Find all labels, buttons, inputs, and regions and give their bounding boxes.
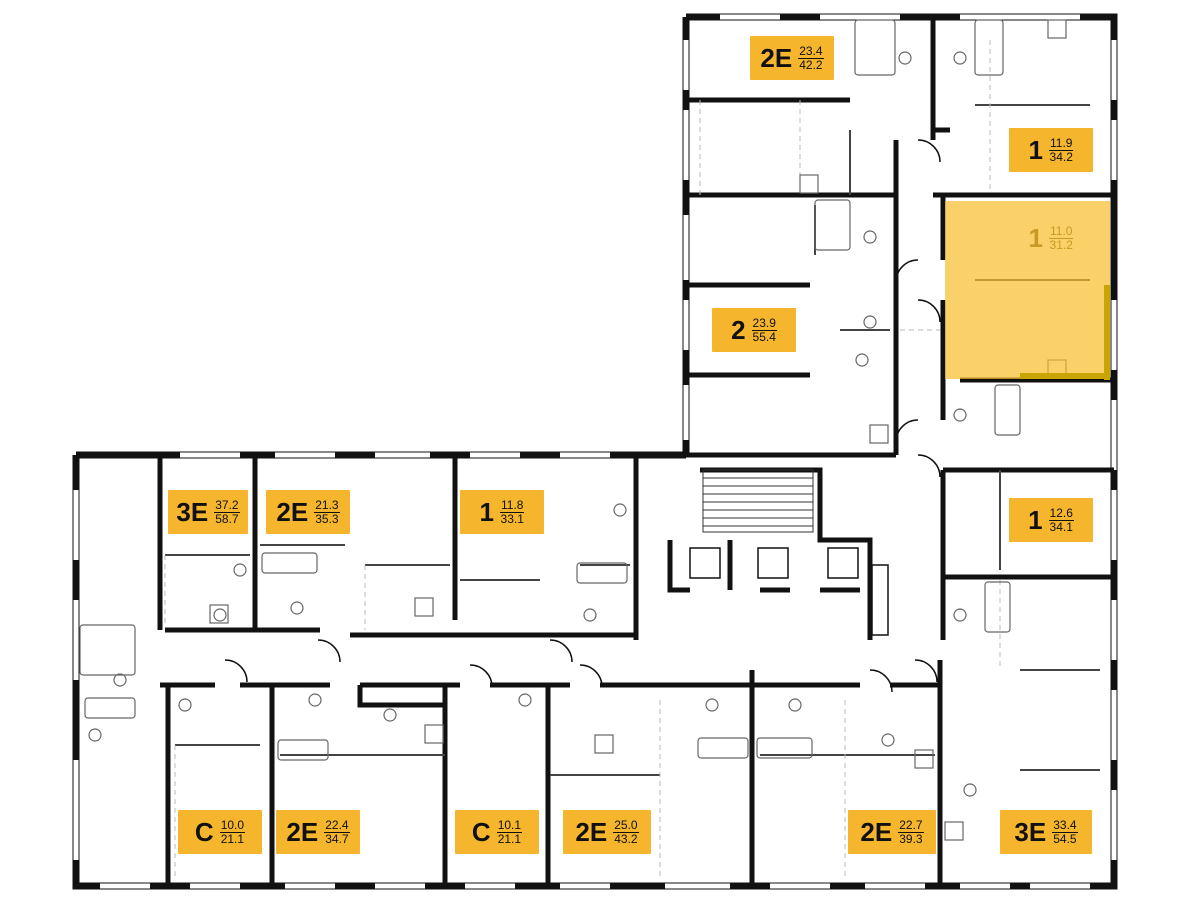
- selected-apartment-highlight[interactable]: [945, 201, 1110, 379]
- apartment-type: 2E: [276, 497, 309, 527]
- total-area: 31.2: [1049, 237, 1073, 252]
- living-area: 23.9: [751, 315, 777, 331]
- apartment-type: 2E: [575, 817, 608, 847]
- total-area: 33.1: [500, 511, 524, 526]
- total-area: 55.4: [752, 329, 776, 344]
- living-area: 10.1: [496, 817, 523, 833]
- living-area: 33.4: [1052, 817, 1078, 833]
- living-area: 21.3: [314, 497, 340, 513]
- elevators: [689, 547, 889, 636]
- total-area: 21.1: [220, 831, 245, 846]
- total-area: 34.2: [1049, 149, 1073, 164]
- total-area: 35.3: [315, 511, 339, 526]
- total-area: 58.7: [215, 511, 239, 526]
- apartment-type: 3E: [1014, 817, 1047, 847]
- living-area: 10.0: [219, 817, 246, 833]
- total-area: 34.7: [325, 831, 349, 846]
- plumbing-fixtures: [79, 19, 1067, 841]
- apartment-type: C: [471, 817, 491, 847]
- apartment-type: 1: [1028, 135, 1043, 165]
- exterior-walls: [72, 13, 1118, 890]
- total-area: 21.1: [497, 831, 522, 846]
- living-area: 22.7: [898, 817, 924, 833]
- apartment-type: C: [194, 817, 214, 847]
- selected-apartment-edge-bottom: [1020, 373, 1110, 379]
- apartment-type: 2: [731, 315, 746, 345]
- apartment-type: 1: [479, 497, 494, 527]
- total-area: 54.5: [1053, 831, 1077, 846]
- apartment-type: 1: [1028, 223, 1043, 253]
- living-area: 11.8: [500, 497, 525, 513]
- apartment-type: 2E: [860, 817, 893, 847]
- living-area: 25.0: [613, 817, 639, 833]
- total-area: 34.1: [1049, 519, 1073, 534]
- apartment-type: 1: [1028, 505, 1043, 535]
- window-gaps: [73, 14, 1117, 889]
- stairs: [702, 469, 814, 533]
- living-area: 37.2: [214, 497, 240, 513]
- living-area: 11.9: [1049, 135, 1074, 151]
- apartment-type: 2E: [760, 43, 793, 73]
- living-area: 11.0: [1049, 223, 1074, 239]
- total-area: 39.3: [899, 831, 923, 846]
- selected-apartment-edge: [1104, 285, 1110, 380]
- apartment-type: 3E: [176, 497, 209, 527]
- living-area: 12.6: [1048, 505, 1074, 521]
- doors: [224, 139, 941, 693]
- total-area: 42.2: [799, 57, 823, 72]
- apartment-type: 2E: [286, 817, 319, 847]
- living-area: 23.4: [798, 43, 824, 59]
- living-area: 22.4: [324, 817, 350, 833]
- total-area: 43.2: [614, 831, 638, 846]
